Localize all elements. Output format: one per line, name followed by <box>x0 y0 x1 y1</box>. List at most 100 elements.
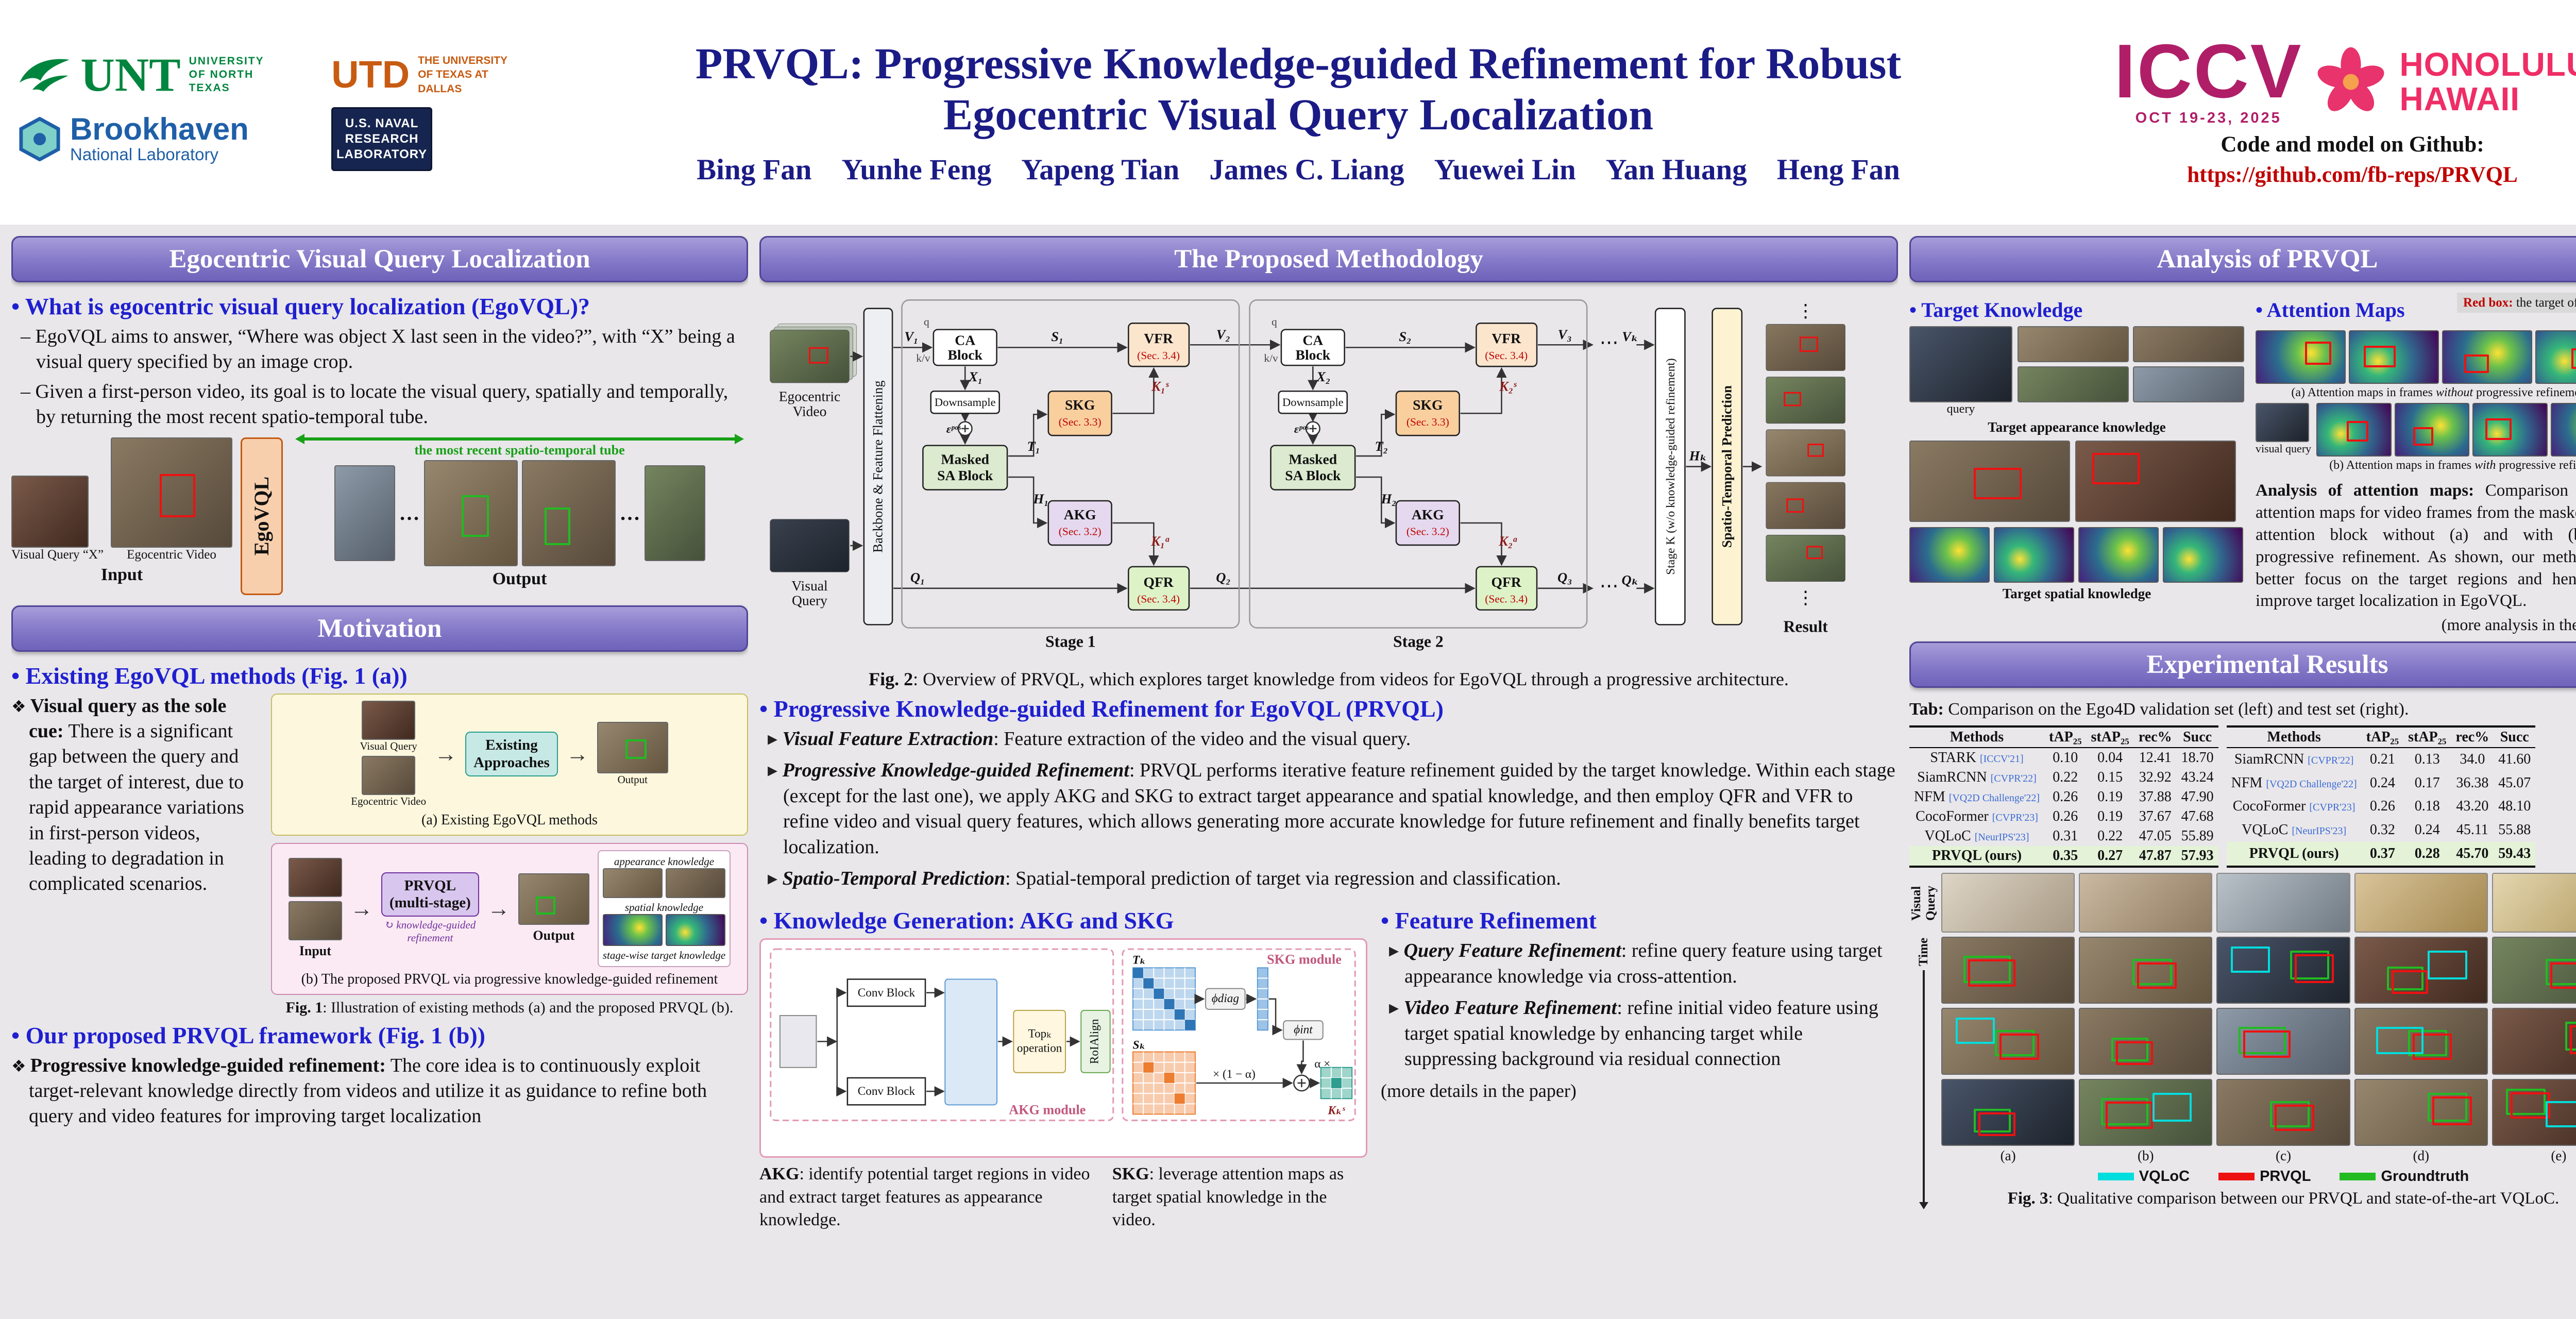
query-crop <box>2492 872 2576 933</box>
svg-text:Conv Block: Conv Block <box>858 986 916 1000</box>
svg-text:Vₖ: Vₖ <box>1622 329 1638 344</box>
knowledge-card: appearance knowledge spatial knowledge s… <box>597 850 731 967</box>
svg-text:⋮: ⋮ <box>1797 301 1815 321</box>
result-strip: ⋮ ⋮ Result <box>1766 301 1845 636</box>
vqloc-box <box>2427 950 2467 980</box>
svg-text:Downsample: Downsample <box>935 396 996 409</box>
column-labels: (a) (b) (c) (d) (e) <box>2000 1147 2567 1163</box>
target-box <box>2305 342 2332 365</box>
scene-frames <box>1909 441 2244 522</box>
appearance-thumb <box>602 868 663 898</box>
attention-frame <box>2472 403 2548 456</box>
groundtruth-swatch <box>2340 1173 2376 1181</box>
unt-eagle-icon <box>19 59 70 92</box>
svg-text:K₂ᵃ: K₂ᵃ <box>1498 533 1517 549</box>
col-header: tAP₂₅ <box>2361 726 2404 748</box>
vqloc-box <box>2152 1092 2192 1122</box>
query-row <box>1941 872 2576 933</box>
vqloc-box <box>2230 946 2270 973</box>
prvql-box: PRVQL (multi-stage) <box>381 872 479 917</box>
svg-text:Q₂: Q₂ <box>1216 570 1230 585</box>
svg-text:V₁: V₁ <box>904 329 918 344</box>
masked-sa-block <box>1270 445 1356 491</box>
svg-text:(Sec. 3.3): (Sec. 3.3) <box>1406 416 1449 428</box>
spatio-temporal-prediction-box <box>1711 308 1743 625</box>
fig1a-vq-label: Visual Query <box>360 739 417 752</box>
stage1-label: Stage 1 <box>1045 632 1096 650</box>
author-list: Bing Fan Yunhe Feng Yapeng Tian James C.… <box>528 153 2069 187</box>
brookhaven-hexagon-icon <box>19 117 60 162</box>
vfr-block <box>1128 323 1190 367</box>
prvql-box <box>2412 1034 2452 1060</box>
stage2-feature-labels: S₂ X₂ T₂ H₂ K₂ˢ K₂ᵃ V₃ Q₃ <box>1316 327 1572 585</box>
proposed-framework-heading: Our proposed PRVQL framework (Fig. 1 (b)… <box>11 1022 748 1049</box>
groundtruth-box <box>2111 1038 2148 1061</box>
video-frame <box>2079 1007 2213 1075</box>
spatial-heatmap <box>1994 527 2074 583</box>
target-box <box>1974 467 2022 500</box>
query-label: query <box>1946 402 1975 416</box>
github-link[interactable]: https://github.com/fb-reps/PRVQL <box>2187 163 2518 188</box>
poster-header: UNT UNIVERSITY OF NORTH TEXAS UTD THE UN… <box>0 0 2576 225</box>
svg-text:CA: CA <box>955 332 975 348</box>
svg-text:Hₖ: Hₖ <box>1689 448 1707 463</box>
stage2-label: Stage 2 <box>1393 632 1444 650</box>
query-crop <box>2079 872 2213 933</box>
fig3-caption: Fig. 3: Qualitative comparison between o… <box>2007 1189 2560 1208</box>
appearance-thumb <box>2133 326 2244 362</box>
svg-text:Masked: Masked <box>941 451 989 467</box>
svg-text:K₁ᵃ: K₁ᵃ <box>1150 533 1170 549</box>
visual-query-image <box>11 475 89 548</box>
svg-text:(Sec. 3.4): (Sec. 3.4) <box>1137 349 1180 362</box>
egocentric-video-image <box>288 901 342 941</box>
stp-label: Spatio-Temporal Prediction <box>1719 385 1734 548</box>
spatial-knowledge-label: spatial knowledge <box>624 901 704 914</box>
video-frame <box>334 465 395 561</box>
video-frame <box>2075 441 2236 522</box>
groundtruth-box <box>2101 1097 2148 1125</box>
attention-strip-a <box>2256 330 2576 384</box>
phi-diag-box <box>1205 988 1246 1010</box>
video-frame <box>644 465 705 561</box>
utd-line2: OF TEXAS AT DALLAS <box>418 69 488 95</box>
ellipsis: … <box>399 501 420 525</box>
groundtruth-box <box>461 495 489 537</box>
author: Yuewei Lin <box>1434 153 1576 186</box>
fig1a: Visual Query Egocentric Video → Existing… <box>271 693 748 836</box>
video-frame <box>1941 1078 2075 1146</box>
svg-text:RoIAlign: RoIAlign <box>1088 1019 1101 1064</box>
col-header: Methods <box>1909 726 2045 748</box>
attention-frame <box>2535 330 2576 384</box>
conv-block <box>846 978 926 1007</box>
video-frame <box>423 460 518 566</box>
attention-frame <box>2349 330 2439 384</box>
prvql-box <box>2391 970 2429 994</box>
existing-lead: Visual query as the sole cue: <box>29 695 227 742</box>
svg-text:QFR: QFR <box>1143 574 1174 590</box>
column-left: Egocentric Visual Query Localization Wha… <box>11 236 748 1308</box>
existing-approaches-box: Existing Approaches <box>465 732 558 776</box>
attention-strip-b <box>2316 403 2576 456</box>
spatial-heatmap <box>2163 527 2243 583</box>
egovql-box-label: EgoVQL <box>250 476 274 556</box>
vqloc-box <box>1955 1018 1995 1044</box>
egovql-box: EgoVQL <box>241 437 283 595</box>
spatial-heatmap <box>666 914 726 946</box>
attention-frame <box>2394 403 2470 456</box>
svg-text:Masked: Masked <box>1289 451 1337 467</box>
attention-a-caption: (a) Attention maps in frames without pro… <box>2291 386 2576 399</box>
egovql-question-heading: What is egocentric visual query localiza… <box>11 293 748 320</box>
groundtruth-box <box>545 508 571 546</box>
fr-heading: Feature Refinement <box>1381 907 1898 934</box>
stage1-feature-labels: V₁ S₁ X₁ T₁ H₁ K₁ˢ K₁ᵃ Q₁ V₂ Q₂ <box>904 327 1230 585</box>
svg-text:S₁: S₁ <box>1051 329 1063 344</box>
section-analysis-header: Analysis of PRVQL <box>1909 236 2576 282</box>
fig1a-video-label: Egocentric Video <box>351 794 427 807</box>
target-box <box>2364 346 2396 367</box>
feature-extraction-item: Visual Feature Extraction: Feature extra… <box>783 726 1898 752</box>
masked-sa-block <box>922 445 1008 491</box>
groundtruth-box <box>2408 1030 2448 1056</box>
